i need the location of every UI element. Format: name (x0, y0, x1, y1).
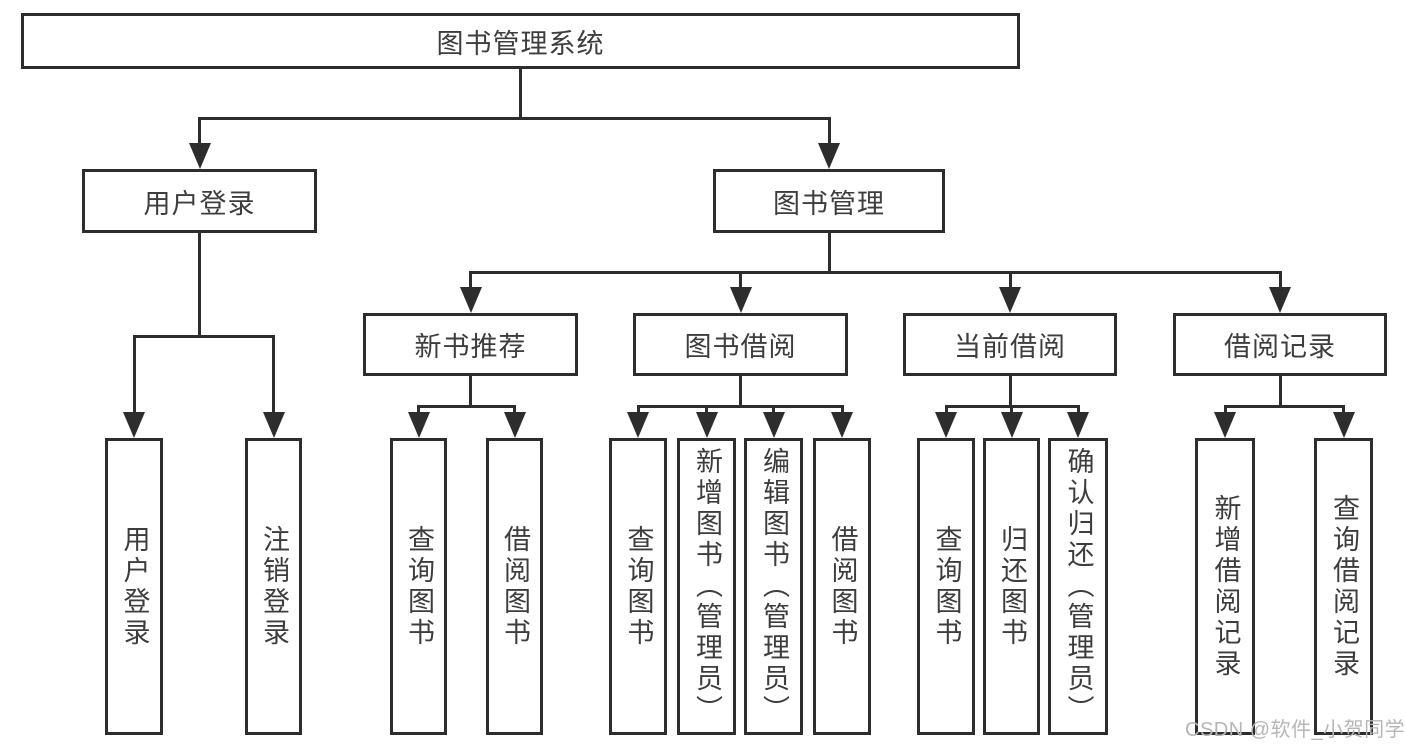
node-label: 图书管理 (773, 188, 885, 219)
connector-line (272, 336, 275, 418)
node-logout: 注销登录 (245, 438, 302, 735)
connector-line (469, 272, 472, 293)
arrow-down-icon (818, 143, 840, 169)
node-return-books: 归还图书 (983, 438, 1040, 735)
node-confirm-return-admin: 确认归还（管理员） (1048, 438, 1108, 735)
connector-line (1278, 376, 1282, 408)
arrow-down-icon (188, 143, 211, 169)
node-book-borrowing: 图书借阅 (633, 313, 848, 376)
node-borrow-books-1: 借阅图书 (486, 438, 543, 735)
arrow-down-icon (1269, 287, 1291, 313)
node-label: 新增借阅记录 (1210, 493, 1241, 680)
connector-line (827, 118, 831, 149)
arrow-down-icon (762, 412, 785, 438)
node-label: 查询图书 (404, 524, 434, 649)
connector-line (519, 69, 522, 120)
arrow-down-icon (1332, 412, 1355, 438)
node-label: 查询借阅记录 (1329, 493, 1359, 680)
arrow-down-icon (1067, 412, 1089, 438)
node-query-books-1: 查询图书 (390, 438, 447, 735)
node-borrowing-records: 借阅记录 (1173, 313, 1387, 376)
connector-line (739, 376, 742, 408)
node-add-borrow-record: 新增借阅记录 (1195, 438, 1255, 735)
node-borrow-books-2: 借阅图书 (813, 438, 871, 735)
node-current-borrowing: 当前借阅 (903, 313, 1117, 376)
node-query-borrow-record: 查询借阅记录 (1314, 438, 1373, 735)
node-label: 用户登录 (143, 188, 256, 219)
node-label: 图书借阅 (684, 332, 797, 362)
node-label: 注销登录 (259, 524, 289, 649)
connector-line (1008, 272, 1012, 293)
node-query-books-2: 查询图书 (609, 438, 667, 735)
node-label: 归还图书 (997, 524, 1027, 649)
connector-line (132, 334, 275, 338)
node-label: 当前借阅 (954, 332, 1066, 362)
connector-line (1278, 272, 1282, 293)
node-user-login-group: 用户登录 (82, 169, 317, 233)
arrow-down-icon (262, 412, 285, 438)
watermark: CSDN @软件_小贺同学 (1185, 719, 1405, 741)
connector-line (1008, 376, 1012, 408)
node-book-management: 图书管理 (713, 169, 945, 233)
connector-line (469, 270, 1282, 274)
connector-line (739, 272, 742, 293)
node-label: 借阅图书 (827, 524, 858, 649)
connector-line (132, 336, 136, 418)
arrow-down-icon (459, 287, 482, 313)
connector-line (636, 404, 844, 408)
connector-line (198, 116, 831, 120)
connector-line (198, 118, 201, 149)
node-edit-books-admin: 编辑图书（管理员） (744, 438, 803, 735)
node-label: 新书推荐 (414, 332, 527, 362)
node-label: 借阅图书 (500, 524, 530, 649)
arrow-down-icon (123, 412, 145, 438)
node-label: 查询图书 (931, 524, 962, 649)
arrow-down-icon (1214, 412, 1236, 438)
arrow-down-icon (935, 412, 957, 438)
node-label: 编辑图书（管理员） (759, 447, 789, 726)
node-label: 借阅记录 (1224, 332, 1336, 362)
node-root: 图书管理系统 (21, 13, 1020, 69)
node-new-book-recommend: 新书推荐 (363, 313, 578, 376)
node-label: 图书管理系统 (436, 28, 605, 59)
node-label: 用户登录 (119, 524, 150, 649)
arrow-down-icon (503, 412, 526, 438)
connector-line (1223, 404, 1345, 408)
connector-line (469, 376, 472, 408)
arrow-down-icon (627, 412, 649, 438)
node-label: 查询图书 (623, 524, 654, 649)
connector-line (417, 404, 516, 408)
arrow-down-icon (729, 287, 752, 313)
arrow-down-icon (407, 412, 430, 438)
node-user-login: 用户登录 (105, 438, 163, 735)
connector-line (198, 233, 201, 338)
arrow-down-icon (831, 412, 853, 438)
node-query-books-3: 查询图书 (917, 438, 975, 735)
node-add-books-admin: 新增图书（管理员） (677, 438, 736, 735)
arrow-down-icon (1000, 412, 1023, 438)
arrow-down-icon (999, 287, 1021, 313)
node-label: 确认归还（管理员） (1063, 447, 1094, 726)
node-label: 新增图书（管理员） (692, 447, 722, 726)
arrow-down-icon (695, 412, 718, 438)
connector-line (827, 233, 831, 274)
